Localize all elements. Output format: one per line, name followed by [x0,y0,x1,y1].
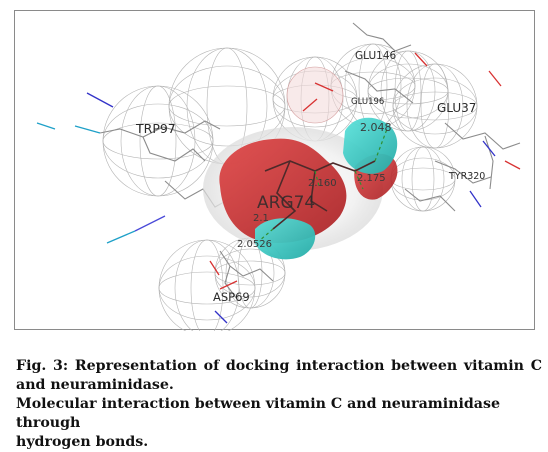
colored-bonds [36,52,521,324]
mesh-sphere [158,239,256,331]
residue-label-tyr320: TYR320 [448,171,485,182]
residue-label-glu37: GLU37 [437,101,476,115]
distance-label: 2.0526 [237,239,272,250]
mesh-sphere [392,63,478,149]
caption-title-line: Fig. 3: Representation of docking intera… [16,358,542,374]
caption-description-continuation: hydrogen bonds. [16,434,149,450]
residue-label-asp69: ASP69 [213,290,250,304]
figure-caption: Fig. 3: Representation of docking intera… [16,357,542,452]
hydrogen-bonds [258,128,388,242]
caption-title-continuation: and neuraminidase. [16,377,174,393]
distance-label: 2.048 [360,121,392,134]
docking-illustration: GLU146 GLU196 GLU37 TRP97 TYR320 ARG74 A… [36,22,521,331]
residue-label-arg74: ARG74 [257,193,315,213]
residue-label-trp97: TRP97 [135,121,176,136]
ligand-surface-red [219,138,347,243]
ligand-surface-cyan [343,117,398,174]
mesh-sphere [102,85,214,197]
distance-label: 2.160 [308,178,337,189]
residue-label-glu196: GLU196 [351,97,384,107]
distance-label: 2.1 [253,213,269,224]
stick-bonds [99,22,521,300]
mesh-sphere [214,237,286,309]
ligand-sticks [264,160,376,230]
caption-description-line: Molecular interaction between vitamin C … [16,396,500,431]
distance-label: 2.175 [357,173,386,184]
ligand-surface-cyan [255,218,316,260]
residue-label-glu146: GLU146 [355,50,397,62]
tinted-sphere [286,66,344,124]
docking-figure: GLU146 GLU196 GLU37 TRP97 TYR320 ARG74 A… [14,10,535,331]
